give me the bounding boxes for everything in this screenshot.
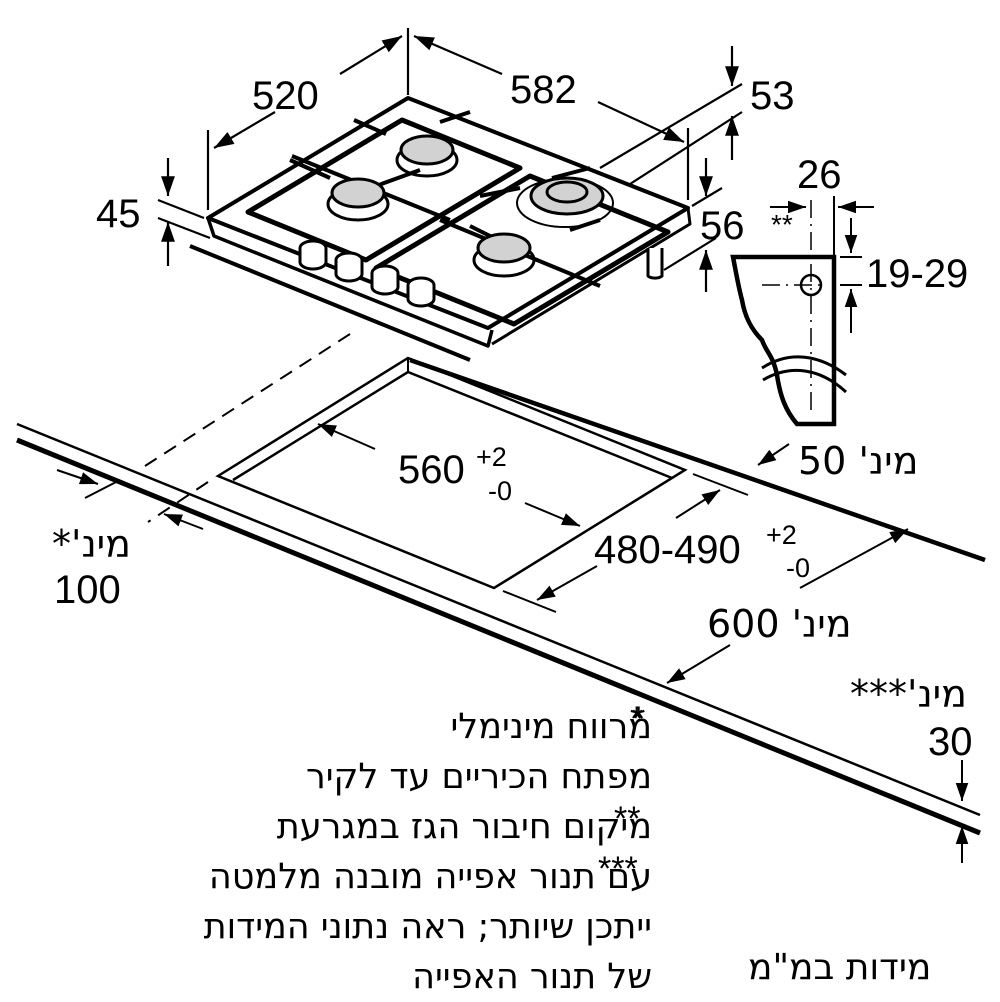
gas-connection-detail — [730, 196, 874, 427]
note-3-line-2: ייתכן שיותר; ראה נתוני המידות — [203, 907, 652, 947]
dim-front-clearance-label: מינ'* — [52, 522, 131, 566]
dim-gas-height-19-29: 19-29 — [866, 252, 969, 296]
dim-rear-clearance-50: מינ' 50 — [798, 439, 919, 483]
dim-cutout-width-tol-plus: +2 — [476, 442, 507, 472]
note-3-line-3: של תנור האפייה — [412, 957, 652, 997]
dim-hob-depth-520: 520 — [252, 74, 319, 118]
dim-hob-width-582: 582 — [510, 68, 577, 112]
dim-front-clearance-100: 100 — [54, 568, 121, 612]
note-1-line-1: מרווח מינימלי — [450, 707, 652, 747]
note-2-line-1: מיקום חיבור הגז במגרעת — [276, 807, 652, 847]
note-2-marker: ** — [614, 800, 641, 838]
dim-cutout-width-tol-minus: -0 — [488, 476, 513, 506]
gas-connection-marker: ** — [771, 209, 793, 240]
dim-cutout-width-value: 560 — [398, 448, 465, 492]
hob-illustration — [189, 96, 692, 362]
dim-leg-offset-56: 56 — [700, 204, 745, 248]
dim-cutout-depth-480-490: 480-490 — [594, 528, 741, 572]
hob-dimension-lines — [157, 28, 743, 292]
note-3-marker: *** — [598, 850, 638, 888]
worktop-illustration — [16, 333, 986, 863]
worktop-corner-marker: * — [632, 700, 646, 738]
dim-hob-thickness-45: 45 — [96, 192, 141, 236]
dim-worktop-thickness-label: מינ'*** — [850, 672, 967, 716]
dim-cutout-depth-tol-plus: +2 — [766, 520, 797, 550]
units-note: מידות במ"מ — [748, 947, 932, 988]
footnotes: מרווח מינימלי מפתח הכיריים עד לקיר מיקום… — [204, 702, 652, 1002]
dim-cutout-depth-tol-minus: -0 — [786, 553, 811, 583]
note-3-line-1: עם תנור אפייה מובנה מלמטה — [208, 857, 652, 897]
dim-worktop-depth-600: מינ' 600 — [707, 602, 852, 646]
dim-gas-offset-26: 26 — [797, 153, 842, 197]
note-1-line-2: מפתח הכיריים עד לקיר — [305, 757, 652, 797]
dim-hob-height-53: 53 — [750, 74, 795, 118]
note-1-marker: * — [630, 700, 644, 738]
dim-cutout-width-560: 560 — [398, 450, 465, 490]
dim-worktop-thickness-30: 30 — [928, 720, 973, 764]
